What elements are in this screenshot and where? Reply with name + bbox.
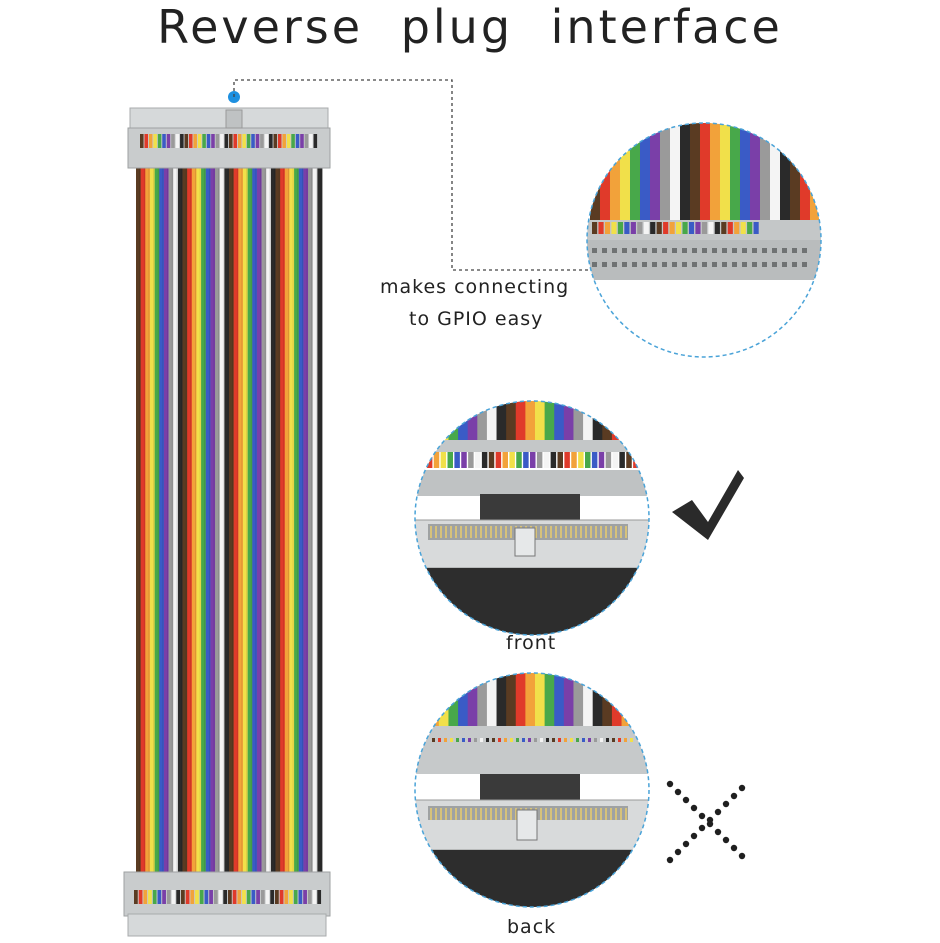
- front-label: front: [506, 632, 557, 654]
- bottom-connector: [123, 871, 331, 937]
- zoom-circle-connector-closeup: [586, 122, 822, 358]
- checkmark-icon: [672, 470, 744, 540]
- callout-line: [228, 79, 588, 271]
- callout-text-line-2: to GPIO easy: [409, 308, 544, 330]
- zoom-circle-back: [414, 672, 650, 908]
- top-connector: [127, 107, 331, 169]
- ribbon-cable: [123, 107, 331, 937]
- callout-text-line-1: makes connecting: [380, 276, 570, 298]
- page-title: Reverse plug interface: [157, 0, 783, 54]
- ribbon-wires: [136, 168, 323, 872]
- zoom-circle-front: [414, 400, 650, 636]
- back-label: back: [507, 916, 557, 938]
- cross-icon: [666, 780, 746, 864]
